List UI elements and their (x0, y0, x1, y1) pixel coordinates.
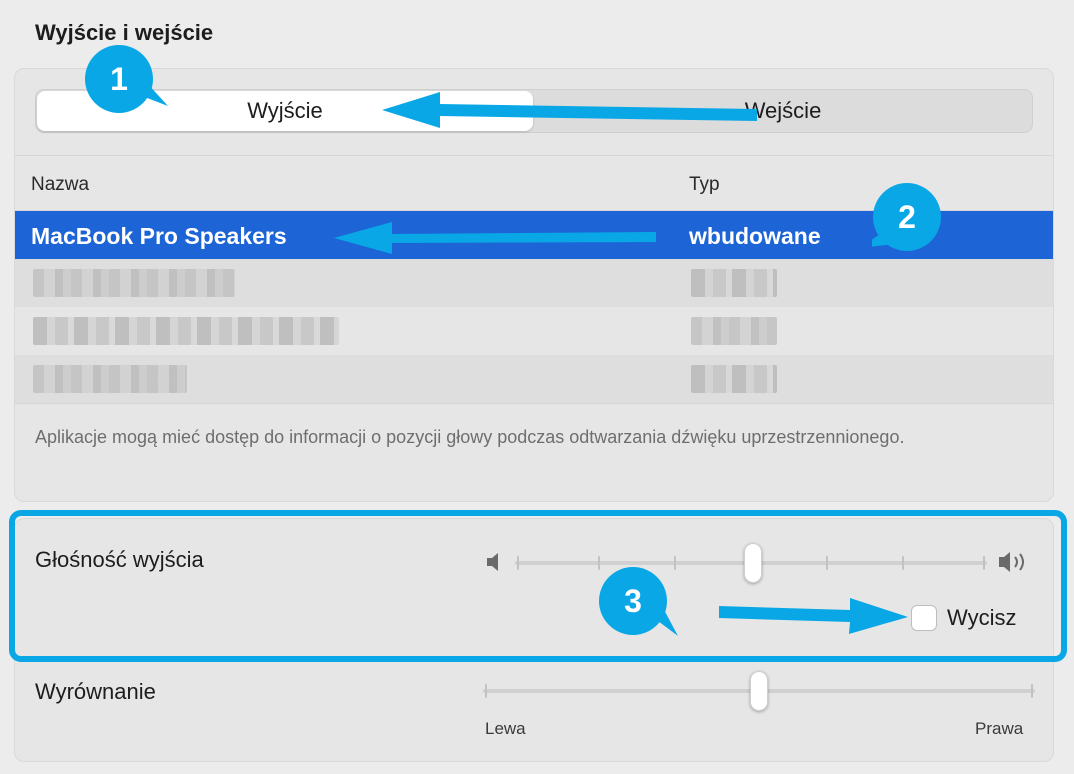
speaker-low-icon (485, 551, 503, 578)
redacted-device-name (33, 317, 339, 345)
balance-thumb[interactable] (750, 671, 768, 711)
speaker-high-icon (997, 549, 1031, 580)
table-row[interactable] (15, 259, 1053, 307)
table-row[interactable] (15, 355, 1053, 403)
tab-input[interactable]: Wejście (744, 98, 822, 123)
output-input-panel: Wyjście Wejście Nazwa Typ MacBook Pro Sp… (14, 68, 1054, 502)
table-bottom-divider (15, 403, 1053, 404)
balance-right-label: Prawa (975, 719, 1024, 738)
annotation-badge-2: 2 (872, 182, 942, 252)
redacted-device-type (691, 269, 777, 297)
redacted-device-type (691, 317, 777, 345)
output-volume-thumb[interactable] (744, 543, 762, 583)
balance-label: Wyrównanie (35, 679, 156, 704)
volume-panel: Głośność wyjścia Wycisz Wyrównanie Lewa … (14, 518, 1054, 762)
output-volume-slider[interactable] (515, 543, 987, 583)
mute-label: Wycisz (947, 605, 1017, 630)
table-row[interactable] (15, 307, 1053, 355)
redacted-device-type (691, 365, 777, 393)
annotation-badge-1: 1 (84, 44, 168, 114)
mute-checkbox[interactable] (911, 605, 937, 631)
balance-slider[interactable] (483, 671, 1035, 711)
redacted-device-name (33, 269, 235, 297)
annotation-highlight-box (9, 510, 1067, 662)
annotation-badge-3: 3 (598, 566, 678, 636)
redacted-device-name (33, 365, 187, 393)
device-type: wbudowane (689, 223, 821, 249)
device-name: MacBook Pro Speakers (31, 223, 287, 249)
balance-left-label: Lewa (485, 719, 526, 738)
column-header-type[interactable]: Typ (689, 174, 720, 195)
spatial-audio-note: Aplikacje mogą mieć dostęp do informacji… (35, 427, 905, 447)
section-title: Wyjście i wejście (35, 20, 214, 45)
output-volume-label: Głośność wyjścia (35, 547, 204, 572)
output-input-segmented-control: Wyjście Wejście (35, 89, 1033, 133)
column-header-name[interactable]: Nazwa (31, 174, 90, 195)
